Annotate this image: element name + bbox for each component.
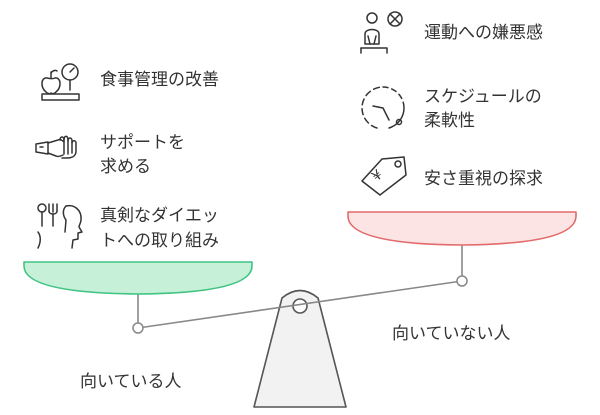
head-with-fork-icon: [37, 203, 83, 249]
right-item-cheap-pursuit-label: 安さ重視の探求: [424, 169, 543, 189]
right-item-exercise-aversion-label: 運動への嫌悪感: [424, 23, 543, 43]
left-side-caption: 向いている人: [80, 372, 182, 392]
right-beam-joint: [456, 275, 468, 287]
scale-with-apple-icon: [41, 63, 80, 101]
left-item-serious-diet-label-line1: 真剣なダイエッ: [100, 206, 219, 226]
left-item-seek-support-label-line2: 求める: [100, 157, 151, 177]
yen-price-tag-icon: [361, 156, 407, 196]
right-item-schedule-flex-label-line1: スケジュールの: [424, 87, 542, 107]
helping-hand-icon: [35, 135, 77, 159]
clock-icon: [361, 86, 405, 129]
left-pan: [23, 261, 253, 295]
right-side-caption: 向いていない人: [392, 324, 511, 344]
left-item-seek-support-label-line1: サポートを: [100, 133, 185, 153]
right-item-schedule-flex-label-line2: 柔軟性: [424, 111, 475, 131]
left-item-serious-diet-label-line2: トへの取り組み: [100, 231, 219, 251]
scale-stand: [253, 289, 347, 408]
left-beam-joint: [132, 322, 144, 334]
right-pan: [347, 211, 577, 246]
left-item-diet-management-label: 食事管理の改善: [100, 70, 219, 90]
scale-beam: [137, 280, 463, 329]
person-no-exercise-icon: [360, 11, 403, 54]
